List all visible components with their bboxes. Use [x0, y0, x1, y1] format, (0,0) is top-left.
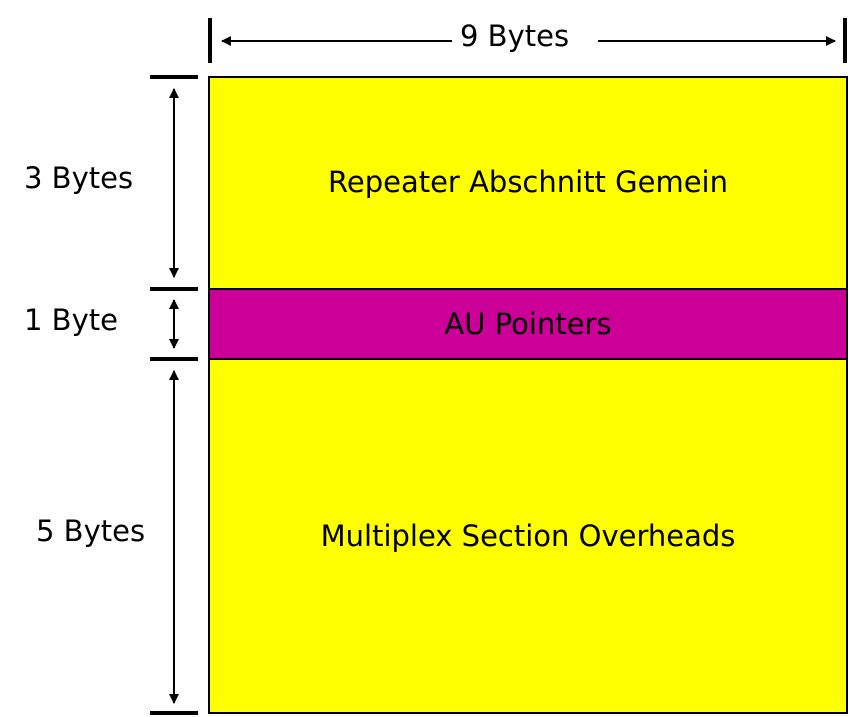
- section-block-repeater: [208, 76, 848, 290]
- section-label-repeater: Repeater Abschnitt Gemein: [328, 165, 728, 199]
- height-label-3-bytes: 3 Bytes: [24, 161, 134, 195]
- height-label-5-bytes: 5 Bytes: [36, 514, 146, 548]
- height-label-1-byte: 1 Byte: [24, 303, 118, 337]
- section-label-au-pointers: AU Pointers: [444, 307, 612, 341]
- section-block-au-pointers: [208, 288, 848, 360]
- width-label: 9 Bytes: [460, 19, 570, 53]
- section-block-multiplex: [208, 358, 848, 714]
- section-label-multiplex: Multiplex Section Overheads: [320, 519, 736, 553]
